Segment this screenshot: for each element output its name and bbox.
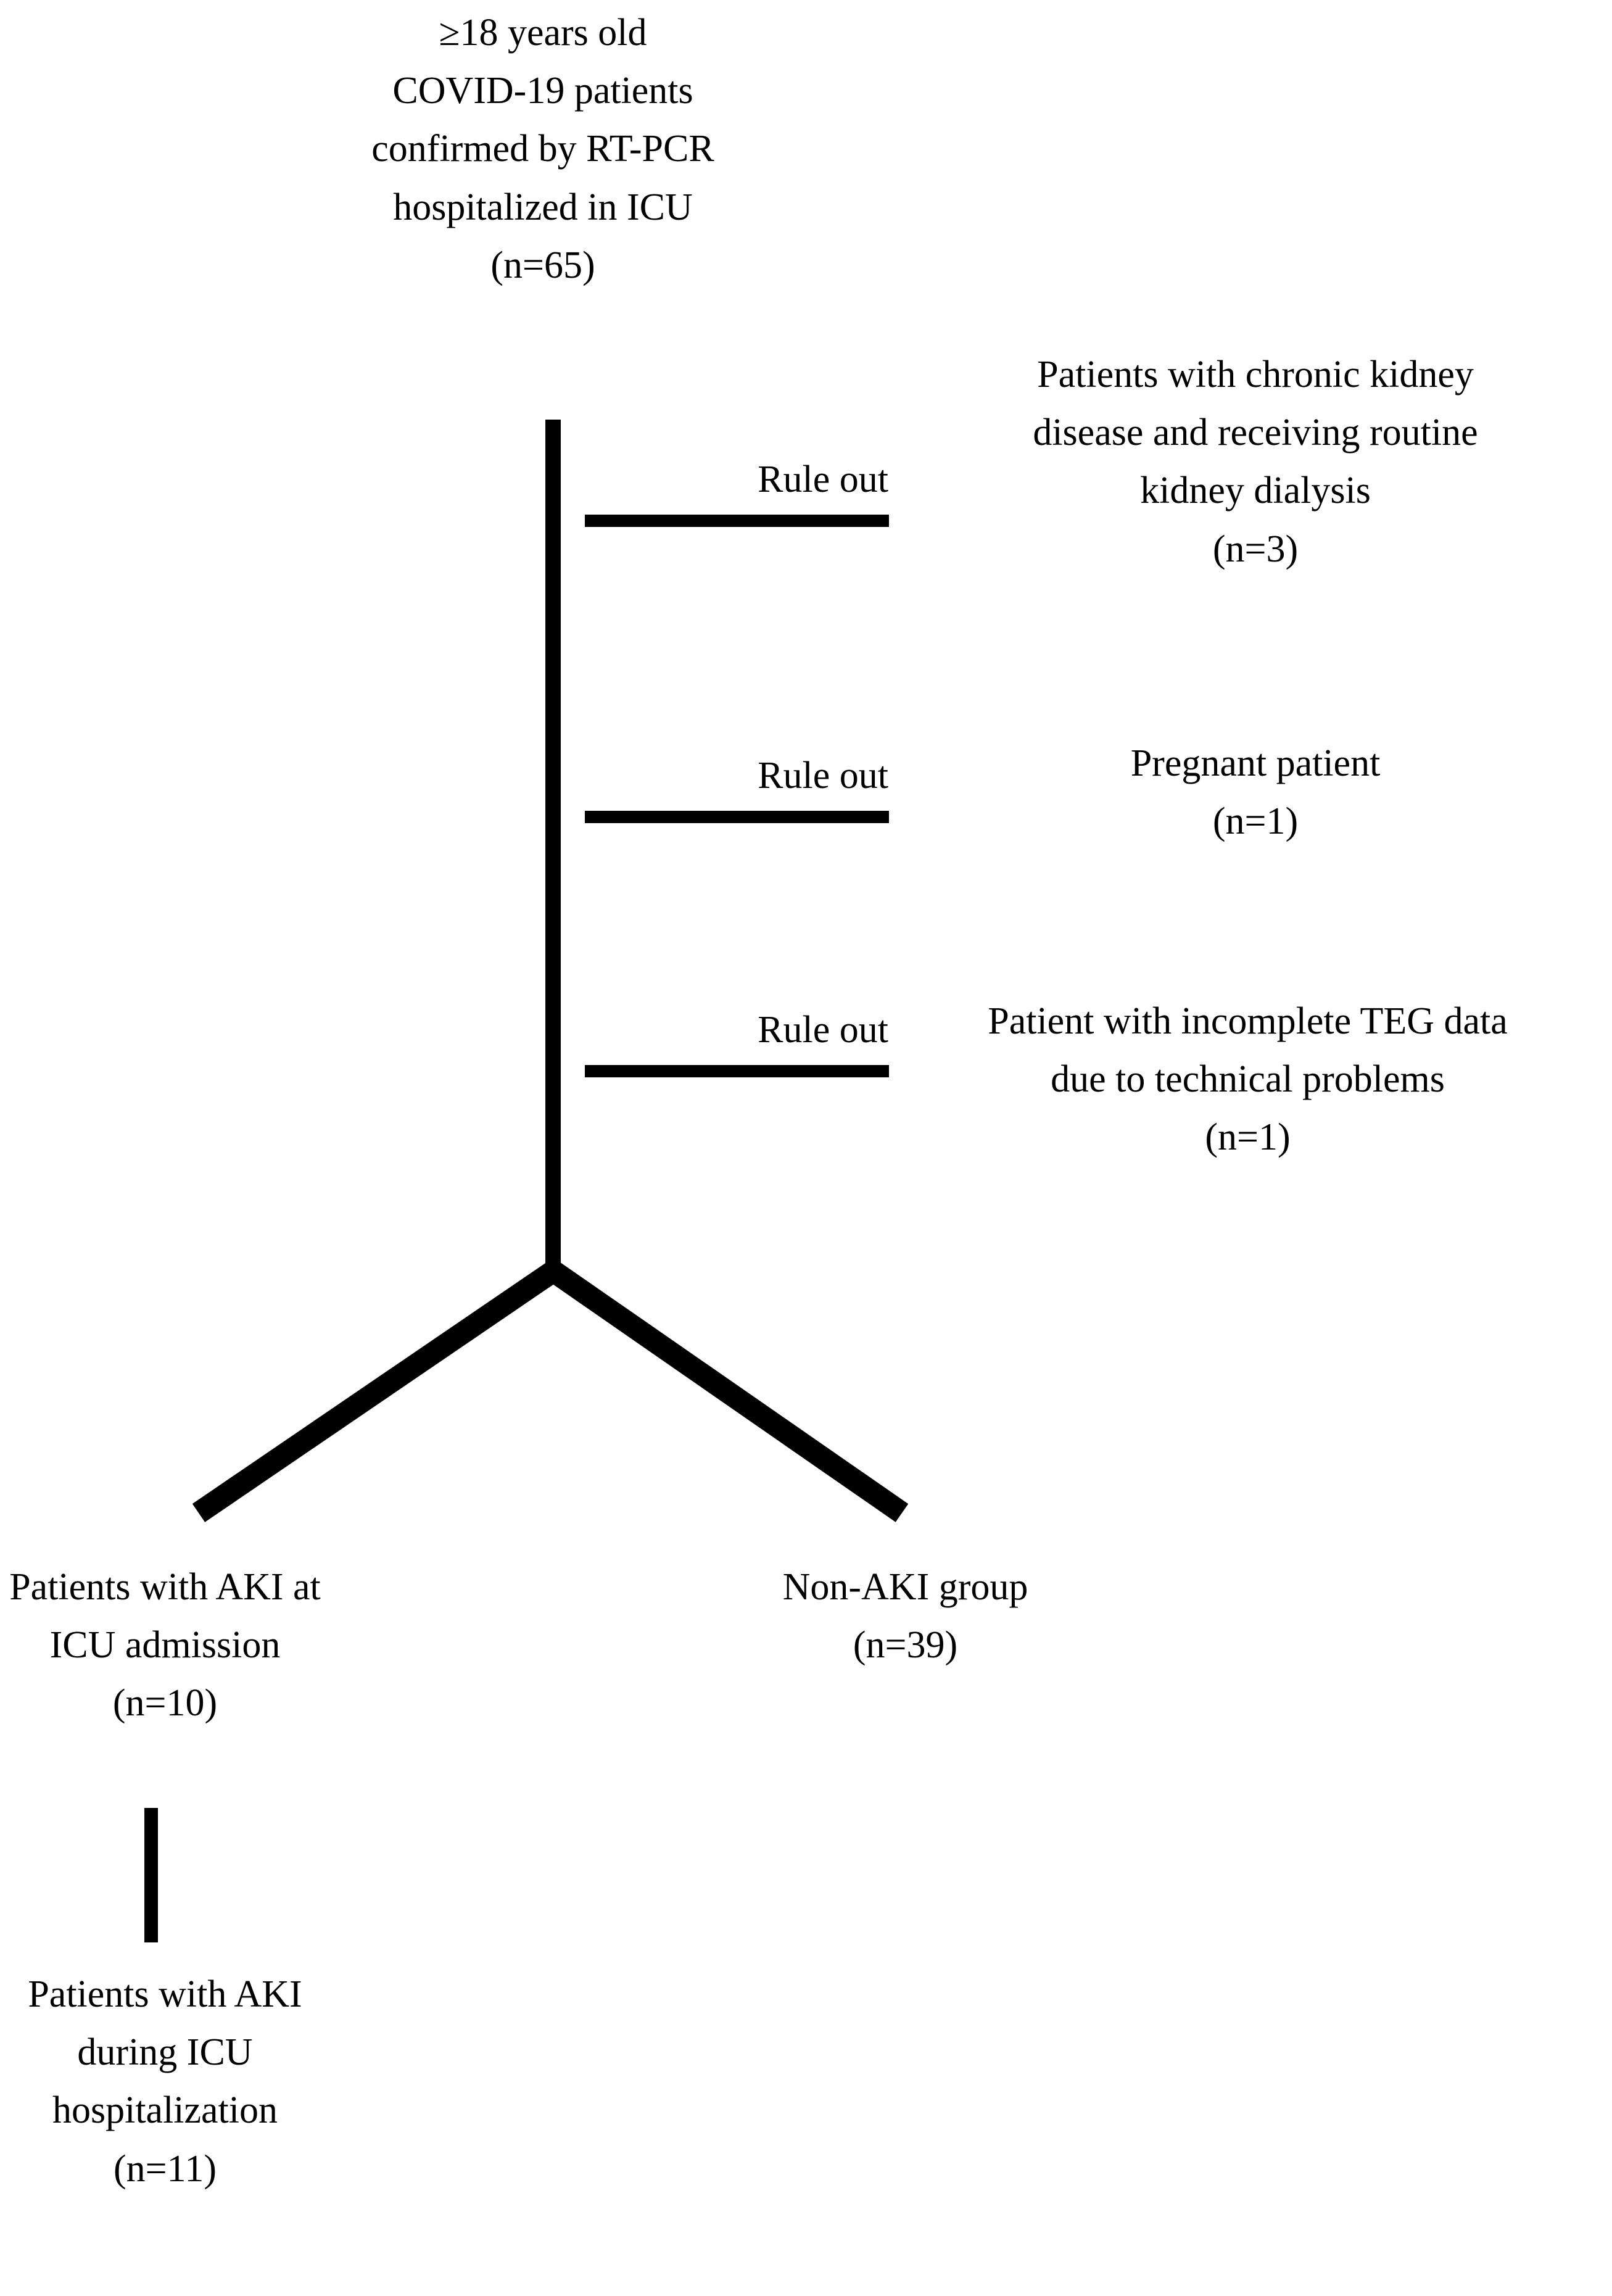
trunk-connector-line bbox=[545, 420, 561, 1280]
rule-out-connector-3 bbox=[585, 1065, 889, 1077]
aki-admission-line-1: Patients with AKI at bbox=[9, 1566, 321, 1608]
exclusion-block-incomplete-teg-data: Patient with incomplete TEG data due to … bbox=[882, 992, 1612, 1167]
exclusion-2-line-1: Pregnant patient bbox=[1130, 742, 1381, 784]
exclusion-2-count: (n=1) bbox=[1212, 800, 1299, 843]
aki-progression-connector-line bbox=[144, 1808, 158, 1942]
rule-out-label-3: Rule out bbox=[758, 1009, 888, 1051]
aki-during-line-2: during ICU bbox=[77, 2031, 253, 2074]
rule-out-connector-2 bbox=[585, 811, 889, 823]
exclusion-block-chronic-kidney-disease: Patients with chronic kidney disease and… bbox=[898, 346, 1612, 578]
aki-admission-count: (n=10) bbox=[112, 1682, 218, 1725]
branch-line-left bbox=[192, 1262, 560, 1522]
exclusion-block-pregnant-patient: Pregnant patient (n=1) bbox=[898, 734, 1612, 850]
cohort-header-line-1: ≥18 years old bbox=[439, 12, 647, 54]
cohort-header-line-2: COVID-19 patients bbox=[392, 70, 693, 112]
rule-out-label-1: Rule out bbox=[758, 458, 888, 500]
non-aki-count: (n=39) bbox=[853, 1624, 958, 1667]
rule-out-label-2: Rule out bbox=[758, 755, 888, 797]
exclusion-1-count: (n=3) bbox=[1212, 528, 1299, 570]
branch-line-right bbox=[547, 1262, 909, 1522]
group-block-non-aki: Non-AKI group (n=39) bbox=[586, 1558, 1225, 1674]
rule-out-connector-1 bbox=[585, 515, 889, 527]
cohort-header-count: (n=65) bbox=[490, 244, 595, 286]
exclusion-3-line-1: Patient with incomplete TEG data bbox=[988, 1000, 1508, 1042]
aki-during-count: (n=11) bbox=[114, 2147, 217, 2190]
aki-during-line-1: Patients with AKI bbox=[28, 1973, 302, 2015]
exclusion-3-line-2: due to technical problems bbox=[1051, 1058, 1445, 1101]
non-aki-line-1: Non-AKI group bbox=[782, 1566, 1028, 1608]
exclusion-3-count: (n=1) bbox=[1205, 1116, 1291, 1159]
aki-admission-line-2: ICU admission bbox=[49, 1624, 281, 1667]
cohort-header-block: ≥18 years old COVID-19 patients confirme… bbox=[222, 4, 864, 294]
cohort-header-line-4: hospitalized in ICU bbox=[393, 186, 693, 228]
cohort-header-line-3: confirmed by RT-PCR bbox=[371, 128, 714, 170]
aki-during-line-3: hospitalization bbox=[52, 2089, 278, 2132]
exclusion-1-line-3: kidney dialysis bbox=[1140, 470, 1371, 512]
group-block-aki-at-icu-admission: Patients with AKI at ICU admission (n=10… bbox=[0, 1558, 484, 1733]
group-block-aki-during-icu-hospitalization: Patients with AKI during ICU hospitaliza… bbox=[0, 1965, 484, 2198]
exclusion-1-line-1: Patients with chronic kidney bbox=[1037, 354, 1474, 396]
exclusion-1-line-2: disease and receiving routine bbox=[1033, 412, 1478, 454]
